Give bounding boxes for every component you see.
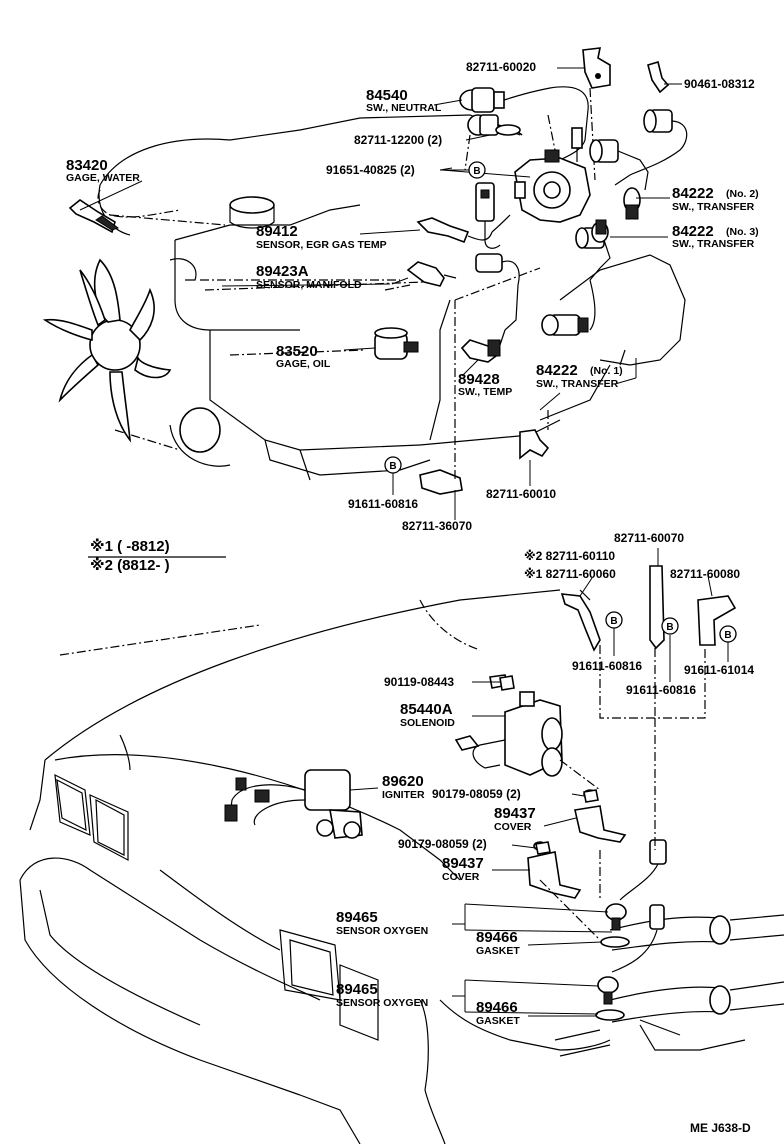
label-89437-b-name: COVER [442, 871, 480, 883]
label-84222-no1-name: SW., TRANSFER [536, 378, 619, 390]
label-91651-40825: 91651-40825 (2) [326, 163, 415, 177]
bracket-group-icon [560, 565, 737, 850]
water-gage-icon [68, 199, 120, 234]
igniter-icon [224, 769, 363, 839]
label-84540: 84540 [366, 87, 408, 104]
b-bubble [661, 617, 679, 635]
label-82711-12200: 82711-12200 (2) [354, 133, 442, 147]
label-89412-name: SENSOR, EGR GAS TEMP [256, 239, 387, 251]
label-89423a: 89423A [256, 263, 309, 280]
solenoid-icon [454, 674, 563, 777]
distributor-icon [514, 127, 591, 223]
label-84222-no3: 84222 [672, 223, 714, 240]
label-82711-60060: ※1 82711-60060 [524, 567, 616, 581]
oxygen-sensor-icon [595, 839, 667, 1021]
bracket-36070-icon [419, 469, 463, 495]
label-89437-a: 89437 [494, 805, 536, 822]
oil-gage-icon [374, 327, 419, 360]
temp-switch-icon [460, 329, 506, 363]
label-82711-36070: 82711-36070 [402, 519, 472, 533]
label-83520-name: GAGE, OIL [276, 358, 331, 370]
label-84222-no3-name: SW., TRANSFER [672, 238, 755, 250]
label-89412: 89412 [256, 223, 298, 240]
engine-illustration [42, 114, 686, 481]
label-90179-08059-a: 90179-08059 (2) [432, 787, 521, 801]
neutral-switch-icon [459, 86, 589, 161]
label-82711-60070: 82711-60070 [614, 531, 684, 545]
svg-text:B: B [389, 461, 396, 472]
label-84222-no3-suffix: (No. 3) [726, 226, 759, 238]
label-82711-60020: 82711-60020 [466, 60, 536, 74]
transfer-switch-3-icon [575, 219, 611, 281]
label-89466-a: 89466 [476, 929, 518, 946]
label-89465-b: 89465 [336, 981, 378, 998]
label-84222-no2-name: SW., TRANSFER [672, 201, 755, 213]
svg-text:B: B [610, 616, 617, 627]
label-83420-name: GAGE, WATER [66, 172, 140, 184]
label-91611-60816-c: 91611-60816 [626, 683, 696, 697]
label-85440a-name: SOLENOID [400, 717, 455, 729]
label-89428: 89428 [458, 371, 500, 388]
label-91611-60816-b: 91611-60816 [572, 659, 642, 673]
label-89428-name: SW., TEMP [458, 386, 512, 398]
manifold-sensor-icon [406, 253, 520, 331]
svg-text:B: B [473, 166, 480, 177]
label-89620: 89620 [382, 773, 424, 790]
label-83420: 83420 [66, 157, 108, 174]
transfer-switch-1-icon [541, 279, 596, 336]
label-84222-no2-suffix: (No. 2) [726, 188, 759, 200]
b-bubble [384, 456, 402, 474]
svg-text:B: B [724, 630, 731, 641]
label-89437-a-name: COVER [494, 821, 532, 833]
egr-sensor-icon [416, 214, 511, 244]
label-85440a: 85440A [400, 701, 453, 718]
bolt-icon [499, 675, 599, 855]
label-89466-a-name: GASKET [476, 945, 520, 957]
label-90119-08443: 90119-08443 [384, 675, 454, 689]
label-89437-b: 89437 [442, 855, 484, 872]
leader-lines [79, 67, 729, 1017]
label-90179-08059-b: 90179-08059 (2) [398, 837, 487, 851]
label-91611-61014: 91611-61014 [684, 663, 754, 677]
fan-icon [42, 258, 172, 443]
label-89423a-name: SENSOR, MANIFOLD [256, 279, 362, 291]
bracket-icon [582, 47, 611, 181]
label-89466-b: 89466 [476, 999, 518, 1016]
label-89465-a: 89465 [336, 909, 378, 926]
car-body-illustration [19, 589, 611, 1144]
b-callouts: B B B B B [384, 161, 737, 643]
label-89620-name: IGNITER [382, 789, 425, 801]
label-84540-name: SW., NEUTRAL [366, 102, 442, 114]
bracket-60010-icon [519, 410, 550, 460]
label-84222-no1-suffix: (No. 1) [590, 365, 623, 377]
label-91611-60816-a: 91611-60816 [348, 497, 418, 511]
label-89465-a-name: SENSOR OXYGEN [336, 925, 428, 937]
b-bubble [605, 611, 623, 629]
exhaust-illustration [554, 914, 784, 1057]
label-82711-60110: ※2 82711-60110 [524, 549, 615, 563]
label-84222-no1: 84222 [536, 362, 578, 379]
label-83520: 83520 [276, 343, 318, 360]
label-84222-no2: 84222 [672, 185, 714, 202]
b-bubble [719, 625, 737, 643]
label-82711-60080: 82711-60080 [670, 567, 740, 581]
label-90461-08312: 90461-08312 [684, 77, 755, 91]
clip-icon [647, 60, 670, 94]
label-89466-b-name: GASKET [476, 1015, 520, 1027]
svg-text:B: B [666, 622, 673, 633]
legend-2: ※2 (8812- ) [90, 556, 170, 574]
part-labels: 82711-60020 90461-08312 84540 SW., NEUTR… [66, 60, 759, 1135]
legend-1: ※1 ( -8812) [90, 537, 170, 555]
label-89465-b-name: SENSOR OXYGEN [336, 997, 428, 1009]
transfer-switch-2-icon [589, 109, 688, 220]
b-bubble [468, 161, 486, 179]
label-82711-60010: 82711-60010 [486, 487, 556, 501]
diagram-code: ME J638-D [690, 1121, 751, 1135]
